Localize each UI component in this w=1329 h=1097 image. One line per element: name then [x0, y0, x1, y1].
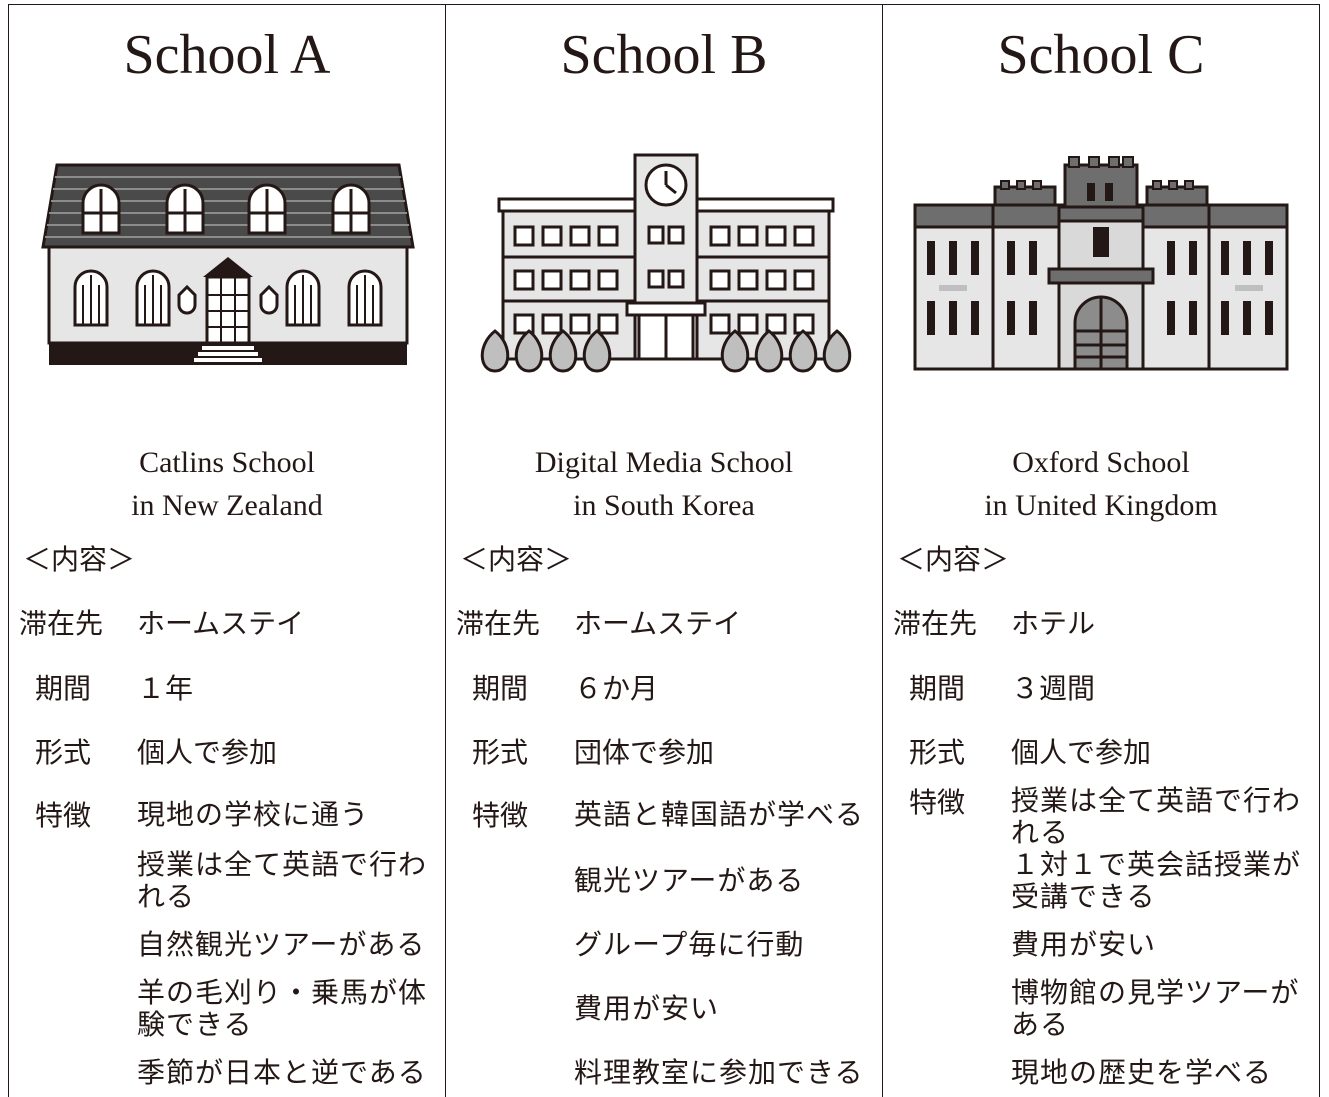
school-b-feature: 英語と韓国語が学べる: [574, 798, 865, 831]
school-a-feature: 授業は全て英語で行われる: [137, 848, 428, 913]
school-b-name-line2: in South Korea: [573, 489, 755, 522]
school-a-feature: 季節が日本と逆である: [137, 1056, 427, 1089]
school-b-title: School B: [560, 24, 768, 86]
school-a-period-value: １年: [137, 672, 194, 705]
comparison-table: School A: [8, 4, 1320, 1097]
school-a-name-line2: in New Zealand: [131, 489, 323, 522]
school-c-period-value: ３週間: [1011, 672, 1096, 705]
school-a-feature: 羊の毛刈り・乗馬が体験できる: [137, 976, 428, 1041]
school-c-feature: 現地の歴史を学べる: [1011, 1056, 1273, 1089]
school-c-format-value: 個人で参加: [1011, 736, 1152, 769]
school-c-feature: 授業は全て英語で行われる: [1011, 784, 1302, 849]
school-a-column: School A: [9, 5, 446, 1097]
school-c-period-label: 期間: [909, 672, 966, 705]
school-c-feature: 博物館の見学ツアーがある: [1011, 976, 1300, 1041]
school-b-features-label: 特徴: [472, 799, 529, 832]
school-a-stay-value: ホームステイ: [137, 607, 305, 640]
school-a-name-line1: Catlins School: [139, 446, 315, 479]
school-b-period-label: 期間: [472, 672, 529, 705]
school-a-title: School A: [123, 24, 331, 86]
school-c-stay-value: ホテル: [1011, 607, 1096, 640]
school-c-feature: １対１で英会話授業が受講できる: [1011, 848, 1302, 913]
school-b-contents-label: ＜内容＞: [460, 543, 573, 576]
school-b-stay-label: 滞在先: [456, 607, 541, 640]
school-a-feature: 自然観光ツアーがある: [137, 928, 426, 961]
school-c-name: Oxford School in United Kingdom: [883, 441, 1319, 527]
school-c-feature: 費用が安い: [1011, 928, 1157, 961]
school-c-name-line1: Oxford School: [1012, 446, 1190, 479]
school-c-column: School C: [883, 5, 1319, 1097]
school-c-stay-label: 滞在先: [893, 607, 978, 640]
school-b-format-value: 団体で参加: [574, 736, 715, 769]
school-a-name: Catlins School in New Zealand: [9, 441, 445, 527]
school-b-feature: 観光ツアーがある: [574, 864, 805, 897]
school-c-format-label: 形式: [909, 736, 966, 769]
school-c-building-illustration: [883, 145, 1319, 385]
school-a-period-label: 期間: [35, 672, 92, 705]
school-a-contents-label: ＜内容＞: [23, 543, 136, 576]
school-b-name: Digital Media School in South Korea: [446, 441, 882, 527]
school-c-title: School C: [997, 24, 1205, 86]
school-b-format-label: 形式: [472, 736, 529, 769]
school-b-stay-value: ホームステイ: [574, 607, 742, 640]
school-b-feature: 料理教室に参加できる: [574, 1056, 864, 1089]
school-b-column: School B: [446, 5, 883, 1097]
school-a-format-label: 形式: [35, 736, 92, 769]
school-b-name-line1: Digital Media School: [534, 446, 794, 479]
school-c-features-label: 特徴: [909, 786, 966, 819]
school-c-contents-label: ＜内容＞: [897, 543, 1010, 576]
school-b-feature: 費用が安い: [574, 992, 720, 1025]
school-a-format-value: 個人で参加: [137, 736, 278, 769]
school-b-building-illustration: [446, 145, 882, 385]
school-a-features-label: 特徴: [35, 799, 92, 832]
school-a-stay-label: 滞在先: [19, 607, 104, 640]
school-a-building-illustration: [9, 145, 445, 385]
school-b-period-value: ６か月: [574, 672, 659, 705]
school-b-feature: グループ毎に行動: [574, 928, 805, 961]
school-c-name-line2: in United Kingdom: [984, 489, 1218, 522]
school-a-feature: 現地の学校に通う: [137, 798, 370, 831]
